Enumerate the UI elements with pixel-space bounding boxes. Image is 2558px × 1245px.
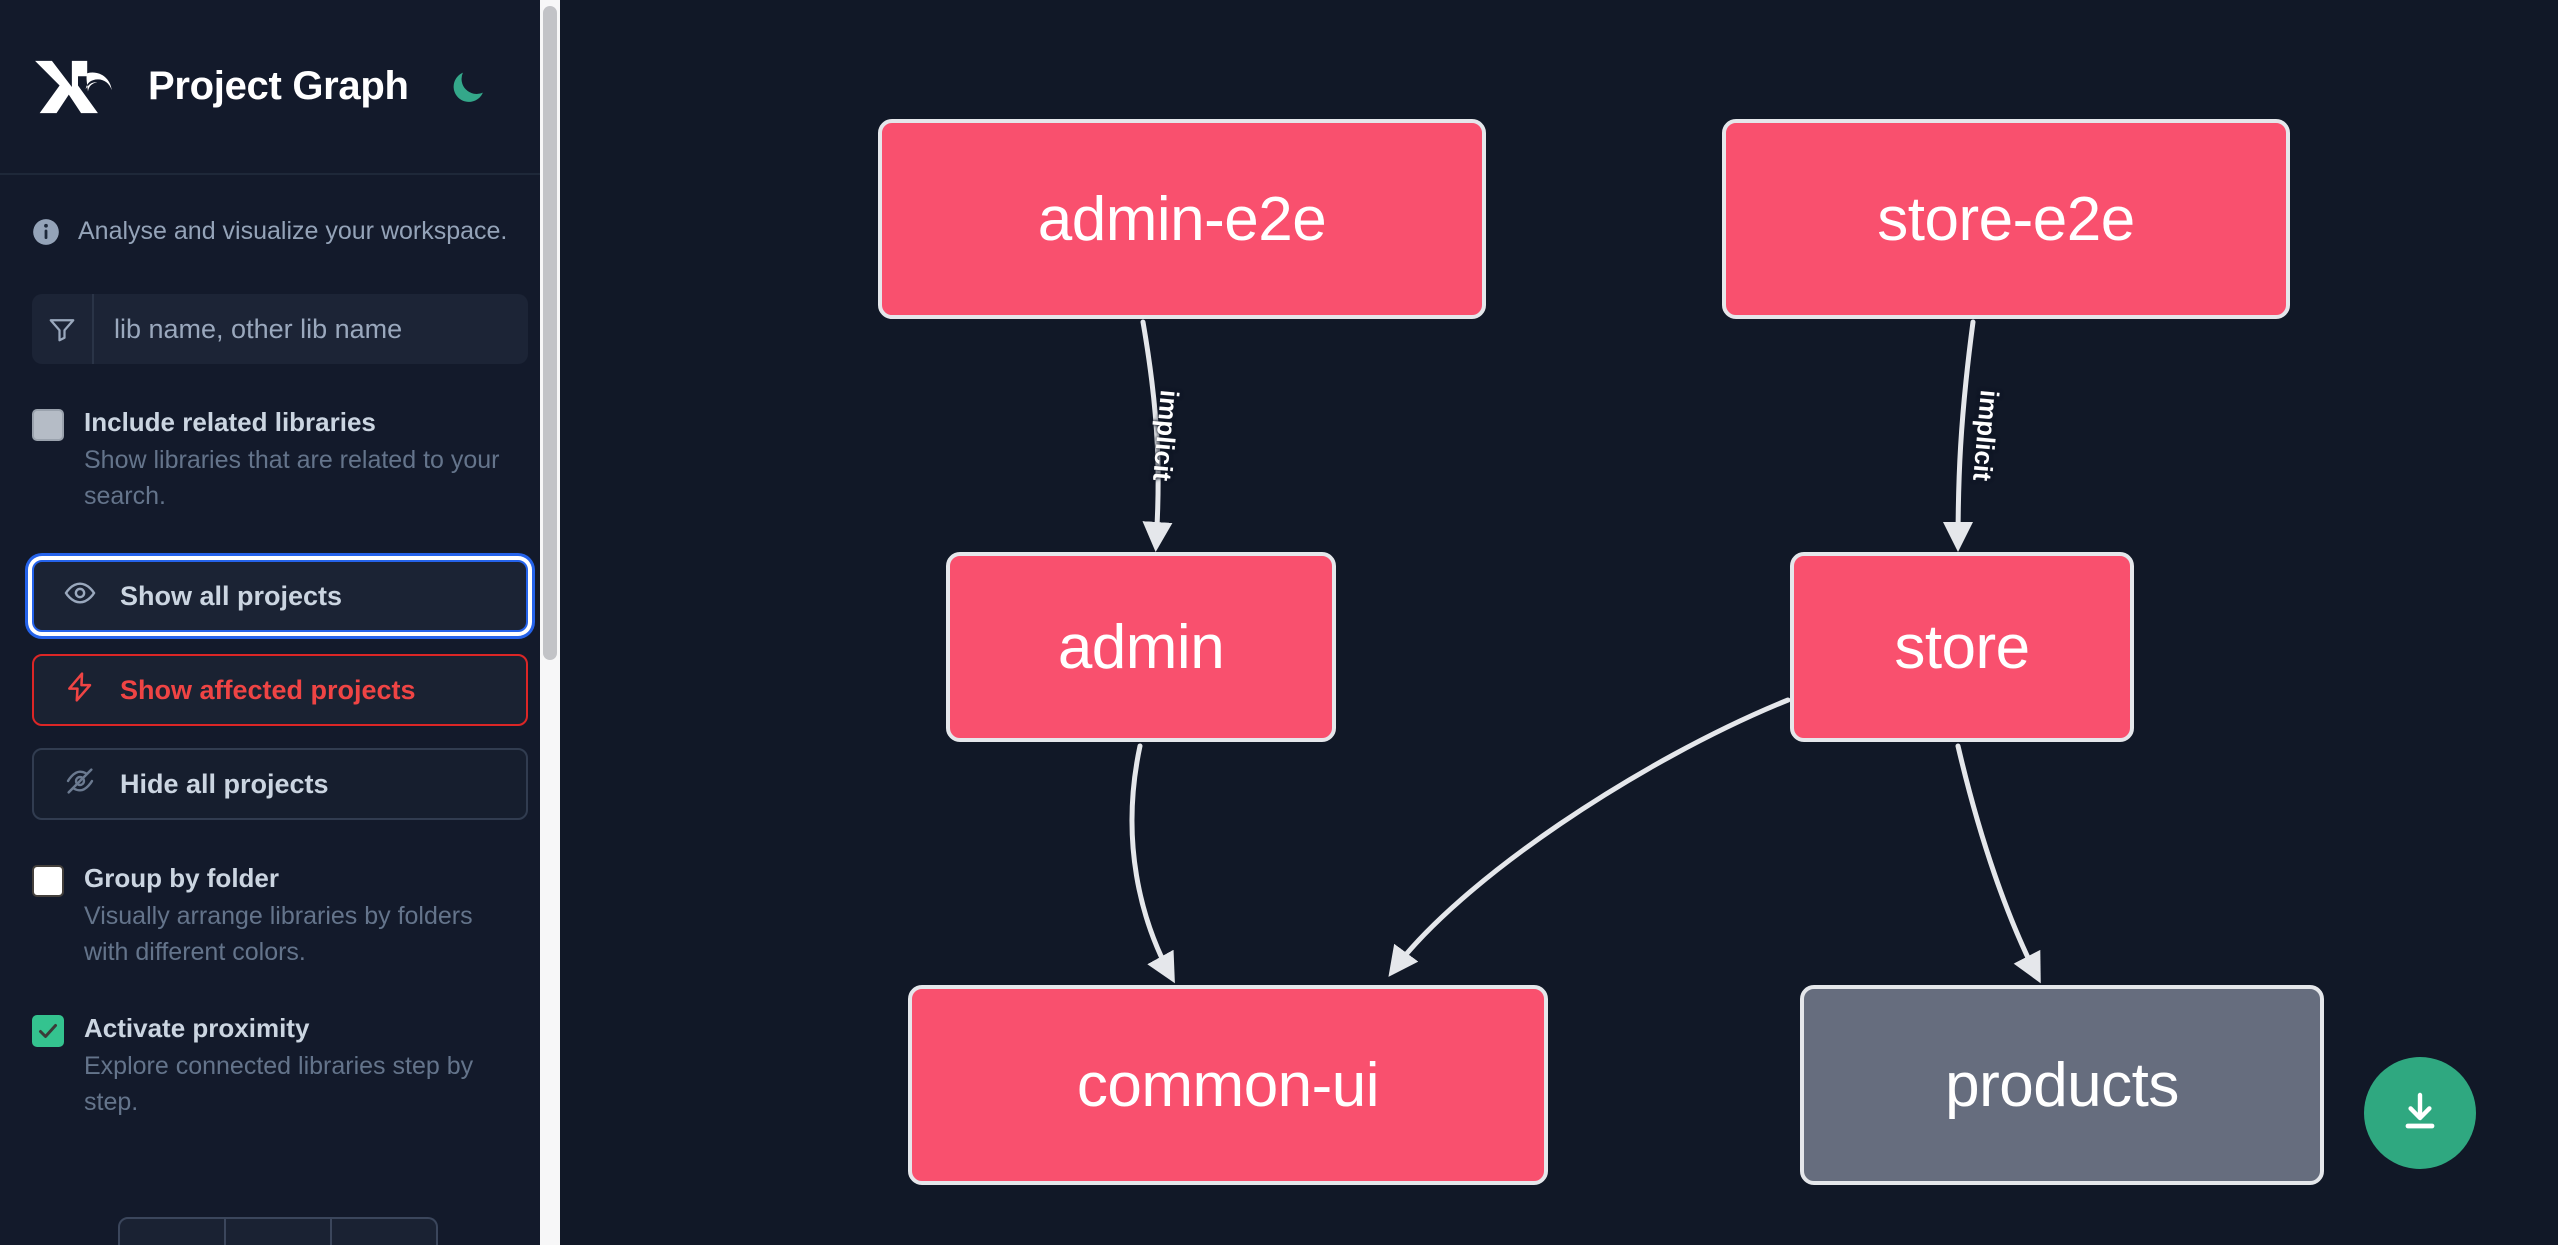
checkbox-group-by-folder[interactable] — [32, 865, 64, 898]
graph-node-admin-e2e[interactable]: admin-e2e — [878, 119, 1486, 319]
download-graph-button[interactable] — [2364, 1057, 2476, 1169]
tagline-text: Analyse and visualize your workspace. — [78, 217, 508, 245]
segment-2[interactable] — [226, 1217, 332, 1245]
option-label: Include related libraries — [84, 407, 376, 437]
graph-node-store[interactable]: store — [1790, 552, 2134, 742]
option-description: Show libraries that are related to your … — [84, 445, 500, 510]
edge-store-e2e-to-store — [1943, 319, 1976, 552]
show-all-projects-button[interactable]: Show all projects — [32, 560, 528, 633]
segmented-control[interactable] — [118, 1217, 438, 1245]
download-icon — [2396, 1088, 2444, 1139]
show-affected-projects-button[interactable]: Show affected projects — [32, 654, 528, 727]
eye-icon — [64, 577, 96, 616]
graph-node-products[interactable]: products — [1800, 985, 2324, 1185]
filter-funnel-icon — [32, 294, 94, 364]
graph-node-common-ui[interactable]: common-ui — [908, 985, 1548, 1185]
node-label: products — [1945, 1050, 2179, 1120]
graph-edges — [1129, 319, 2041, 984]
info-icon — [32, 218, 60, 246]
option-label: Activate proximity — [84, 1013, 310, 1044]
node-label: store — [1894, 612, 2030, 682]
edge-store-to-common-ui — [1388, 697, 1791, 977]
button-label: Show affected projects — [120, 674, 416, 705]
sidebar-header: Project Graph — [0, 0, 560, 175]
checkbox-activate-proximity[interactable] — [32, 1015, 64, 1048]
hide-all-projects-button[interactable]: Hide all projects — [32, 748, 528, 821]
graph-canvas[interactable]: implicit implicit admin-e2e store-e2e ad… — [560, 0, 2558, 1245]
option-description: Explore connected libraries step by step… — [84, 1052, 474, 1117]
node-label: common-ui — [1076, 1050, 1380, 1120]
edge-store-to-products — [1955, 743, 2041, 984]
segment-1[interactable] — [118, 1217, 226, 1245]
option-label: Group by folder — [84, 863, 279, 894]
edge-admin-to-common-ui — [1129, 743, 1175, 984]
search-input[interactable] — [94, 294, 528, 364]
project-visibility-buttons: Show all projects Show affected projects — [0, 560, 560, 821]
page-title: Project Graph — [148, 64, 409, 108]
option-activate-proximity[interactable]: Activate proximity Explore connected lib… — [0, 1010, 560, 1120]
lightning-bolt-icon — [64, 671, 96, 710]
sidebar-scrollbar-thumb[interactable] — [543, 6, 557, 660]
button-label: Show all projects — [120, 580, 343, 611]
nx-logo-icon — [32, 56, 124, 118]
checkbox-include-related-libraries[interactable] — [32, 409, 64, 441]
sidebar: Project Graph Analyse and visualize your… — [0, 0, 560, 1245]
eye-off-icon — [64, 765, 96, 804]
option-description: Visually arrange libraries by folders wi… — [84, 901, 473, 967]
node-label: store-e2e — [1877, 184, 2135, 254]
graph-node-store-e2e[interactable]: store-e2e — [1722, 119, 2290, 319]
segment-3[interactable] — [332, 1217, 438, 1245]
edge-admin-e2e-to-admin — [1140, 319, 1173, 552]
graph-node-admin[interactable]: admin — [946, 552, 1336, 742]
node-label: admin — [1057, 612, 1225, 682]
button-label: Hide all projects — [120, 768, 329, 799]
node-label: admin-e2e — [1037, 184, 1327, 254]
search-bar[interactable] — [32, 294, 528, 364]
tagline-row: Analyse and visualize your workspace. — [0, 175, 560, 246]
option-group-by-folder[interactable]: Group by folder Visually arrange librari… — [0, 860, 560, 970]
option-include-related-libraries[interactable]: Include related libraries Show libraries… — [0, 404, 560, 514]
sidebar-scrollbar[interactable] — [540, 0, 560, 1245]
moon-icon[interactable] — [445, 64, 491, 110]
